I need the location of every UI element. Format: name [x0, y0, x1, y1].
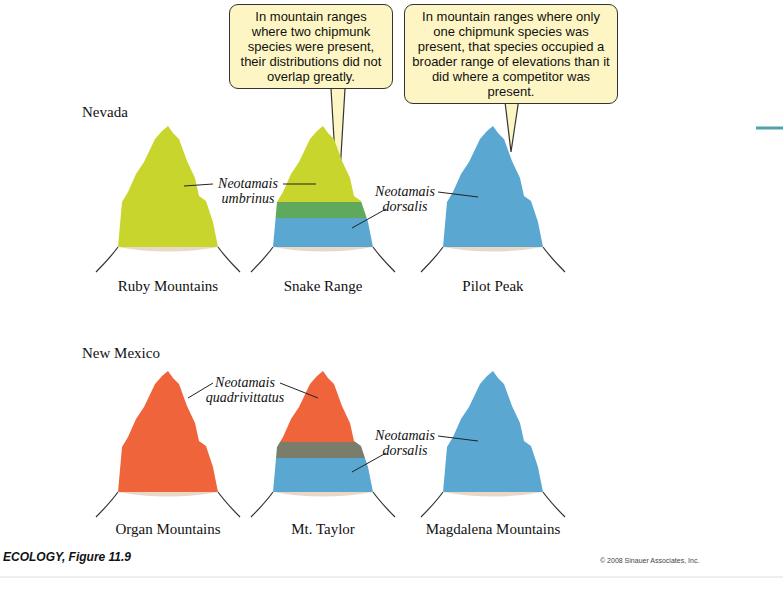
- region-heading: Nevada: [82, 104, 172, 120]
- callout-text: In mountain ranges where two chipmunk sp…: [236, 9, 386, 84]
- callout-box: In mountain ranges where only one chipmu…: [404, 4, 618, 104]
- range-name: Ruby Mountains: [88, 278, 248, 294]
- species-label: Neotamais dorsalis: [370, 428, 440, 458]
- range-name: Organ Mountains: [88, 521, 248, 537]
- callout-box: In mountain ranges where two chipmunk sp…: [229, 4, 393, 89]
- species-label: Neotamais dorsalis: [370, 184, 440, 214]
- species-label: Neotamais quadrivittatus: [197, 375, 293, 405]
- range-name: Mt. Taylor: [243, 521, 403, 537]
- range-name: Magdalena Mountains: [413, 521, 573, 537]
- copyright-note: © 2008 Sinauer Associates, Inc.: [600, 556, 750, 565]
- species-label: Neotamais umbrinus: [206, 176, 290, 206]
- range-name: Snake Range: [243, 278, 403, 294]
- figure-credit: ECOLOGY, Figure 11.9: [3, 550, 203, 564]
- callout-text: In mountain ranges where only one chipmu…: [411, 9, 611, 99]
- range-name: Pilot Peak: [413, 278, 573, 294]
- region-heading: New Mexico: [82, 345, 192, 361]
